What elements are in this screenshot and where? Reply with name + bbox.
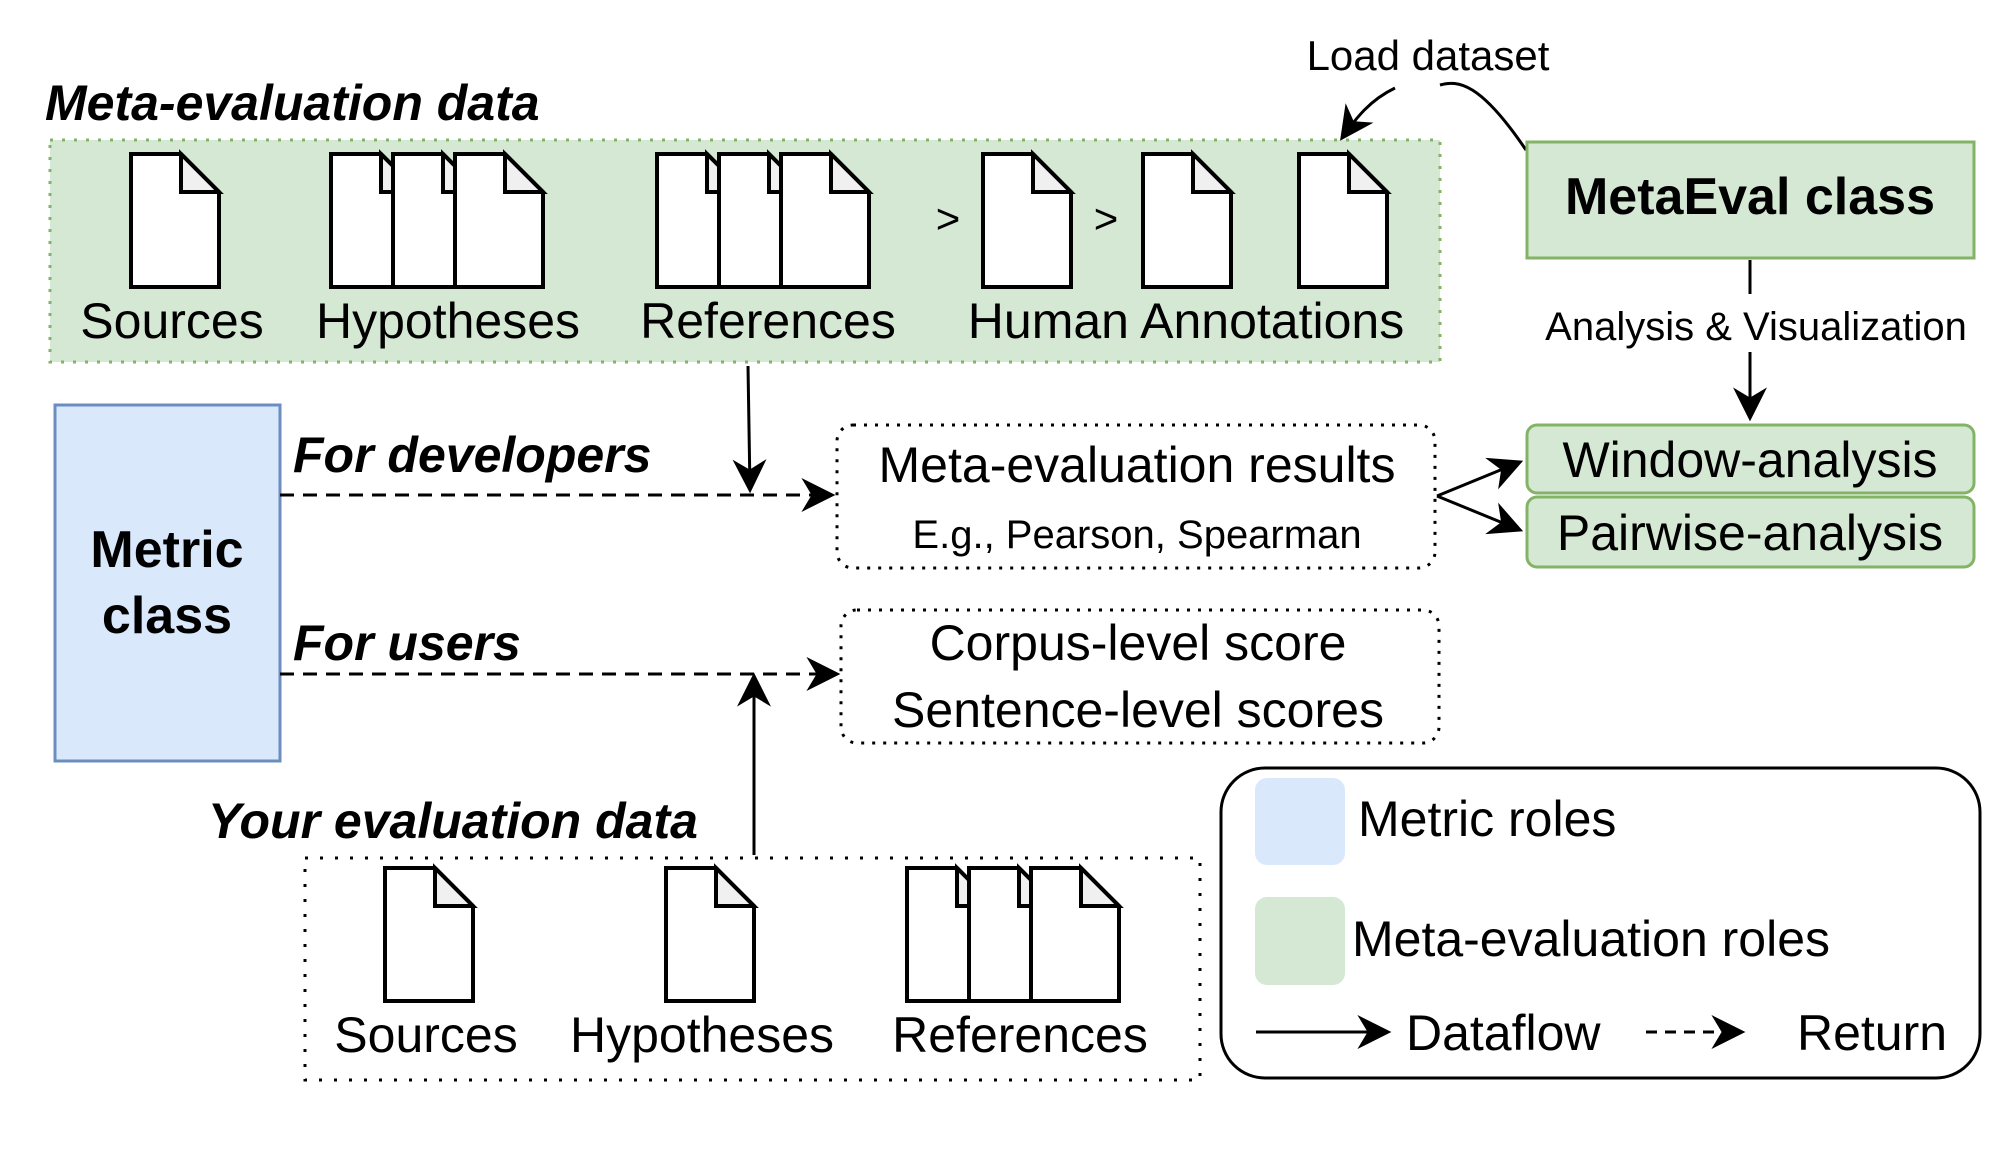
load-dataset-connector	[1439, 81, 1528, 151]
document-icon	[1029, 863, 1124, 1003]
document-icon	[383, 863, 478, 1003]
pairwise-analysis-box	[1525, 495, 1976, 569]
fork-arrow-window	[1436, 457, 1524, 498]
fork-arrow-pairwise	[1436, 494, 1524, 535]
legend-metric-roles: Metric roles	[1358, 791, 1616, 847]
meta-data-title: Meta-evaluation data	[45, 75, 540, 131]
metric-class-label-1: Metric	[90, 521, 243, 579]
window-analysis-label: Window-analysis	[1562, 432, 1937, 488]
results-subtitle: E.g., Pearson, Spearman	[912, 513, 1361, 557]
your-sources-label: Sources	[334, 1007, 517, 1063]
metric-class-box	[53, 403, 282, 763]
document-icon	[1141, 149, 1236, 289]
legend-metric-swatch	[1255, 778, 1345, 865]
document-icon	[664, 863, 759, 1003]
your-references-label: References	[892, 1007, 1148, 1063]
legend-meta-swatch	[1255, 897, 1345, 985]
your-data-title: Your evaluation data	[208, 793, 698, 849]
meta-data-dataflow-arrow	[732, 365, 767, 494]
legend-dataflow: Dataflow	[1406, 1005, 1601, 1061]
metaeval-class-box	[1525, 140, 1976, 260]
for-users-label: For users	[293, 615, 521, 671]
analysis-label: Analysis & Visualization	[1545, 305, 1967, 349]
gt-sign-1: >	[936, 195, 961, 242]
your-data-box	[303, 856, 1202, 1082]
document-icon	[981, 149, 1076, 289]
legend-box	[1219, 766, 1982, 1080]
meta-references-label: References	[640, 293, 896, 349]
pairwise-analysis-label: Pairwise-analysis	[1557, 505, 1943, 561]
metaeval-class-label: MetaEval class	[1565, 168, 1935, 226]
document-icon	[779, 149, 874, 289]
for-developers-label: For developers	[293, 427, 651, 483]
meta-human-annotations-label: Human Annotations	[968, 293, 1404, 349]
corpus-score-label: Corpus-level score	[930, 615, 1347, 671]
load-dataset-arrow	[1340, 86, 1396, 141]
document-icon	[453, 149, 548, 289]
metric-class-label-2: class	[102, 587, 232, 645]
meta-sources-label: Sources	[80, 293, 263, 349]
gt-sign-2: >	[1094, 195, 1119, 242]
legend-meta-roles: Meta-evaluation roles	[1352, 911, 1830, 967]
document-icon	[129, 149, 224, 289]
legend-return: Return	[1797, 1005, 1947, 1061]
results-title: Meta-evaluation results	[879, 437, 1396, 493]
meta-hypotheses-label: Hypotheses	[316, 293, 580, 349]
sentence-scores-label: Sentence-level scores	[892, 682, 1384, 738]
your-hypotheses-label: Hypotheses	[570, 1007, 834, 1063]
load-dataset-label: Load dataset	[1307, 32, 1550, 79]
window-analysis-box	[1525, 423, 1976, 495]
document-icon	[1297, 149, 1392, 289]
